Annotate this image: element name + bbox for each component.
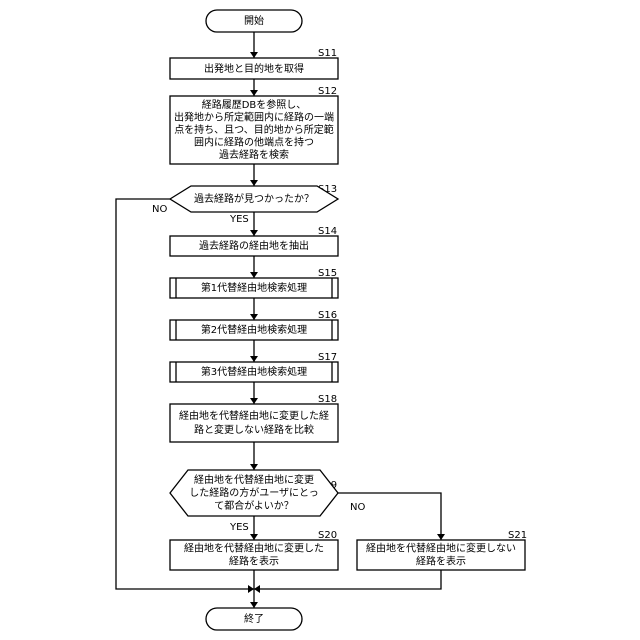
arrow-s19-no-s21 xyxy=(338,493,441,540)
node-text-line: 経由地を代替経由地に変更 xyxy=(194,473,314,486)
step-label-s21: S21 xyxy=(508,530,527,541)
node-text-line: した経路の方がユーザにとっ xyxy=(189,486,319,499)
arrowhead xyxy=(250,314,258,320)
node-text-line: 第3代替経由地検索処理 xyxy=(201,365,307,378)
node-text-line: 経由地を代替経由地に変更しない xyxy=(366,542,516,555)
node-text-line: 経路を表示 xyxy=(229,555,279,568)
step-label-s20: S20 xyxy=(318,530,337,541)
end-text: 終了 xyxy=(244,612,264,625)
branch-label-s13-yes: YES xyxy=(229,214,249,225)
node-text-line: 過去経路を検索 xyxy=(219,148,289,161)
arrowhead xyxy=(250,52,258,58)
arrowhead xyxy=(254,585,260,593)
subprocess-text-s17: 第3代替経由地検索処理 xyxy=(201,365,307,378)
node-text-line: 点を持ち、且つ、目的地から所定範 xyxy=(174,123,334,136)
node-text-line: 第1代替経由地検索処理 xyxy=(201,281,307,294)
node-text-line: 終了 xyxy=(244,612,264,625)
start-text: 開始 xyxy=(244,14,264,27)
node-text-line: 過去経路が見つかったか？ xyxy=(194,192,314,205)
branch-label-s13-no: NO xyxy=(152,204,167,215)
arrowhead xyxy=(250,534,258,540)
node-text-line: 第2代替経由地検索処理 xyxy=(201,323,307,336)
arrowhead xyxy=(250,398,258,404)
process-box-s18 xyxy=(170,404,338,442)
arrowhead xyxy=(250,602,258,608)
arrowhead xyxy=(250,180,258,186)
node-text-line: 出発地と目的地を取得 xyxy=(204,62,304,75)
subprocess-text-s16: 第2代替経由地検索処理 xyxy=(201,323,307,336)
node-text-line: 経路を表示 xyxy=(416,555,466,568)
node-text-line: 路と変更しない経路を比較 xyxy=(194,423,314,436)
arrowhead xyxy=(250,464,258,470)
process-text-s14: 過去経路の経由地を抽出 xyxy=(199,239,309,252)
decision-text-s13: 過去経路が見つかったか？ xyxy=(194,192,314,205)
arrowhead xyxy=(250,272,258,278)
arrowhead xyxy=(250,230,258,236)
arrowhead xyxy=(437,534,445,540)
node-text-line: 開始 xyxy=(244,14,264,27)
arrowhead xyxy=(248,585,254,593)
node-text-line: 経路履歴DBを参照し、 xyxy=(202,98,307,111)
node-text-line: 出発地から所定範囲内に経路の一端 xyxy=(174,111,334,124)
node-text-line: 囲内に経路の他端点を持つ xyxy=(194,136,314,149)
subprocess-text-s15: 第1代替経由地検索処理 xyxy=(201,281,307,294)
arrowhead xyxy=(250,356,258,362)
branch-label-s19-no: NO xyxy=(350,502,365,513)
node-text-line: て都合がよいか？ xyxy=(214,499,294,512)
line-s21-merge xyxy=(254,570,441,589)
process-text-s11: 出発地と目的地を取得 xyxy=(204,62,304,75)
node-text-line: 過去経路の経由地を抽出 xyxy=(199,239,309,252)
step-label-s11: S11 xyxy=(318,48,337,59)
node-text-line: 経由地を代替経由地に変更した xyxy=(184,542,324,555)
node-text-line: 経由地を代替経由地に変更した経 xyxy=(179,409,329,422)
branch-label-s19-yes: YES xyxy=(229,522,249,533)
arrowhead xyxy=(250,90,258,96)
